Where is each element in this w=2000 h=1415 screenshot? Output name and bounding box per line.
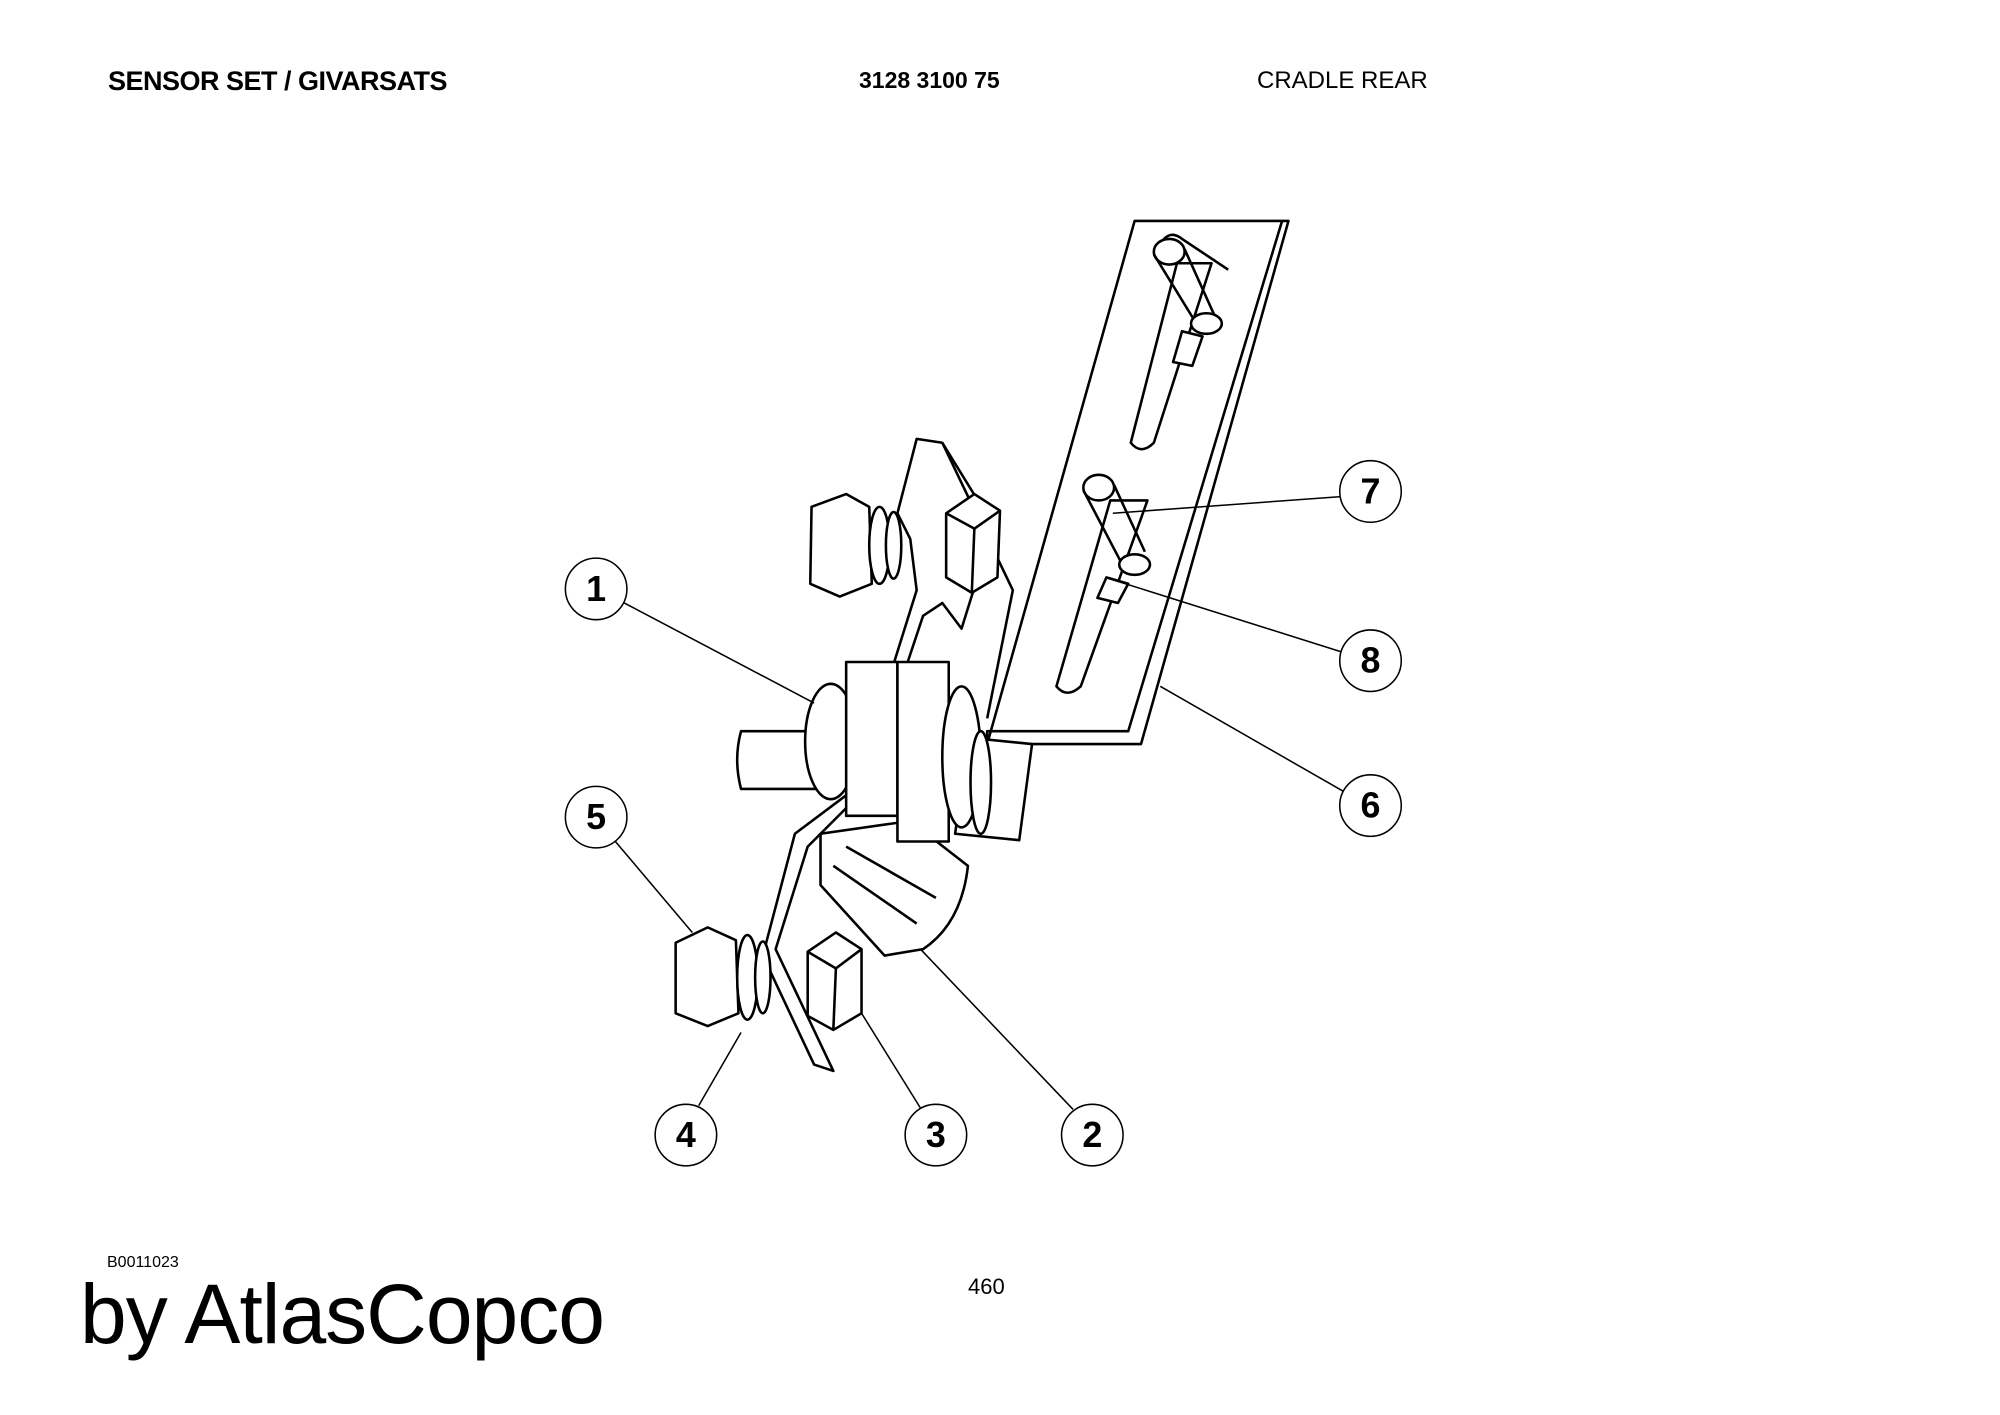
sensor-body [735, 660, 993, 843]
slotted-bracket-plate [985, 219, 1290, 746]
leader-line-3 [860, 1012, 922, 1109]
leader-line-8 [1104, 576, 1342, 653]
leader-line-1 [624, 602, 815, 704]
callout-8: 8 [1338, 629, 1403, 693]
page-number: 460 [968, 1274, 1005, 1299]
nut-upper-left [808, 492, 903, 598]
z-bracket [761, 437, 1015, 1073]
leader-lines [614, 495, 1344, 1110]
callout-2: 2 [1060, 1103, 1124, 1167]
callout-1: 1 [564, 557, 628, 621]
callout-4: 4 [654, 1103, 718, 1167]
drawing-id: B0011023 [107, 1254, 179, 1271]
nut-lower-left [674, 926, 772, 1028]
leader-line-6 [1159, 685, 1344, 793]
leader-line-5 [614, 840, 693, 933]
document-title: SENSOR SET / GIVARSATS [108, 66, 448, 96]
callout-label: 8 [1361, 641, 1381, 681]
bolt-head-lower [806, 931, 863, 1032]
callout-label: 5 [586, 797, 606, 837]
callout-label: 7 [1361, 471, 1381, 511]
callout-7: 7 [1338, 459, 1403, 524]
sensor-pin-lower [1082, 473, 1152, 605]
callout-label: 4 [676, 1115, 696, 1155]
sensor-pin-upper [1152, 237, 1224, 368]
bolt-head-upper [944, 492, 1002, 595]
leader-line-2 [919, 948, 1074, 1110]
part-number: 3128 3100 75 [859, 67, 1000, 93]
callout-6: 6 [1338, 774, 1403, 838]
callout-label: 6 [1361, 786, 1381, 826]
callout-5: 5 [564, 785, 628, 849]
brand-watermark: by AtlasCopco [80, 1267, 605, 1361]
section-title: CRADLE REAR [1257, 67, 1428, 94]
leader-line-7 [1112, 495, 1342, 515]
leader-line-4 [698, 1032, 742, 1106]
callout-label: 3 [926, 1115, 946, 1155]
callout-3: 3 [904, 1103, 968, 1167]
callout-label: 2 [1082, 1115, 1102, 1155]
callout-label: 1 [586, 569, 606, 609]
